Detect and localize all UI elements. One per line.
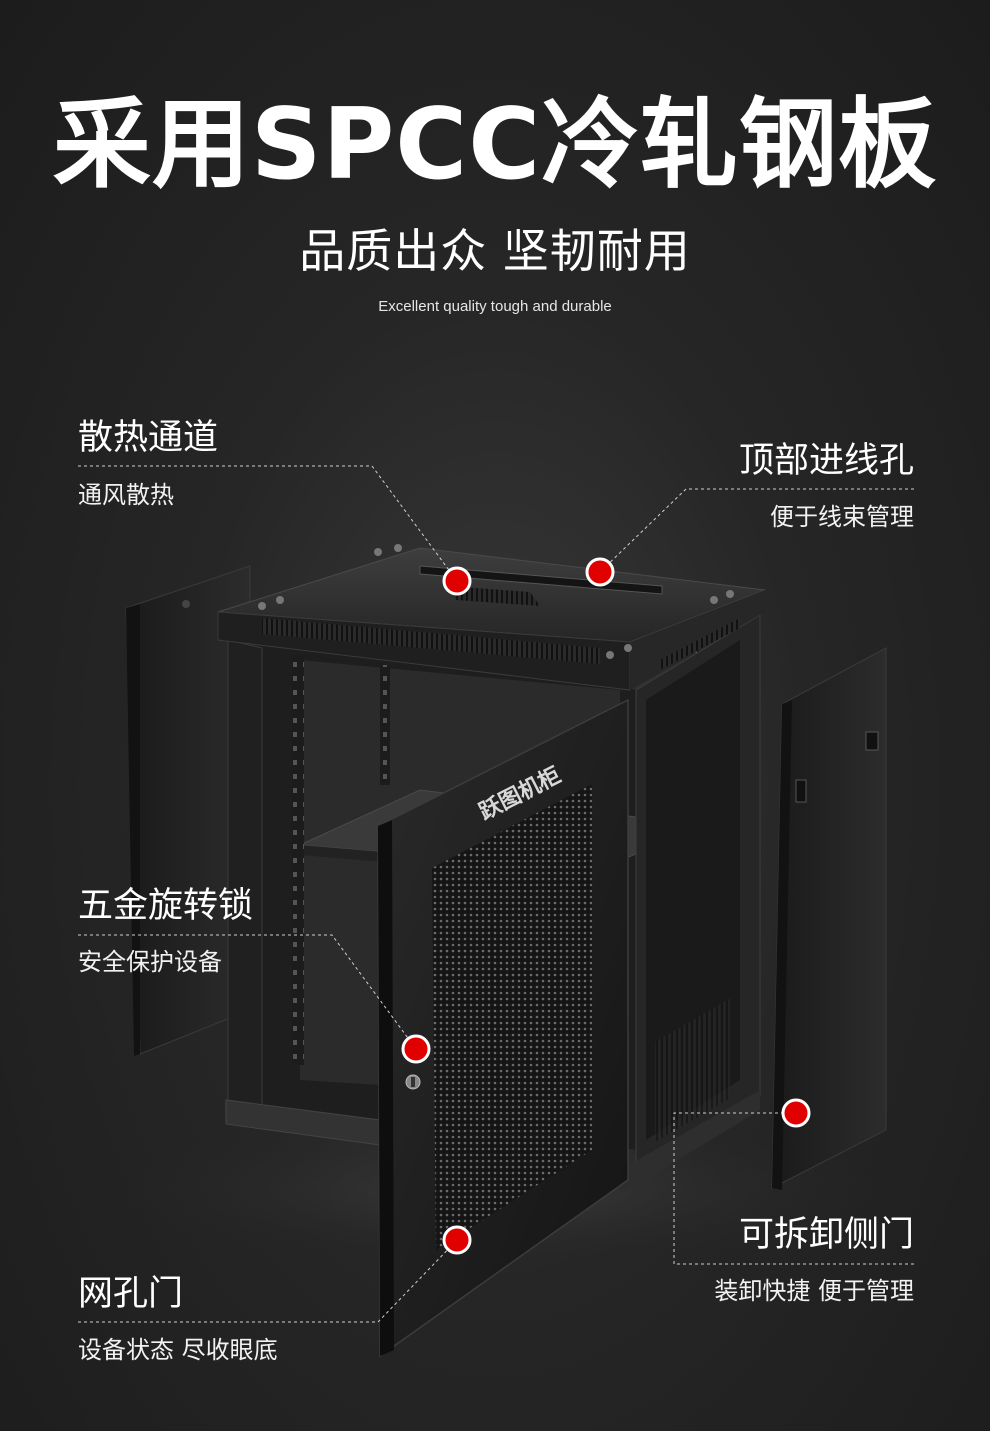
page-title: 采用SPCC冷轧钢板 [52, 88, 938, 202]
mounting-rail-left [292, 655, 304, 1065]
callout-lock-title: 五金旋转锁 [78, 886, 254, 926]
top-vent-grille [448, 586, 540, 606]
marker-side-door [781, 1098, 811, 1128]
cable-entry-slot [419, 565, 663, 595]
marker-vent [442, 566, 472, 596]
callout-mesh-door-desc: 设备状态 尽收眼底 [78, 1336, 278, 1364]
callout-vent-desc: 通风散热 [78, 481, 174, 509]
front-vent [262, 618, 600, 664]
callout-mesh-door-title: 网孔门 [78, 1274, 184, 1314]
feature-markers [401, 557, 811, 1255]
leader-lines [78, 465, 914, 1323]
leader-line-lock [78, 934, 417, 1050]
callout-cable-entry-title: 顶部进线孔 [738, 441, 914, 481]
callout-lock-desc: 安全保护设备 [78, 948, 222, 976]
marker-cable-entry [585, 557, 615, 587]
page-subtitle-english: Excellent quality tough and durable [378, 298, 612, 315]
leader-line-mesh-door [78, 1239, 458, 1323]
callout-side-door-desc: 装卸快捷 便于管理 [714, 1277, 914, 1305]
leader-line-side-door [673, 1112, 914, 1265]
marker-lock [401, 1034, 431, 1064]
leader-line-vent [78, 465, 458, 582]
door-mesh [432, 784, 592, 1250]
callout-vent-title: 散热通道 [78, 418, 219, 458]
callout-side-door-title: 可拆卸侧门 [738, 1215, 914, 1255]
callout-cable-entry-desc: 便于线束管理 [770, 503, 914, 531]
leader-line-cable-entry [599, 488, 914, 573]
marker-mesh-door [442, 1225, 472, 1255]
page-subtitle: 品质出众 坚韧耐用 [299, 224, 691, 278]
